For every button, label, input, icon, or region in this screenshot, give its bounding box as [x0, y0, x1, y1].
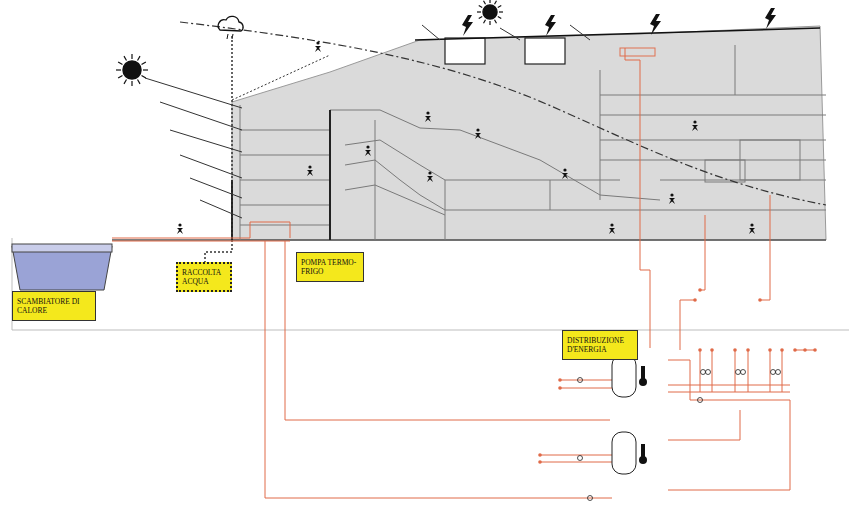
sun-ray — [499, 11, 503, 12]
person-figure — [315, 41, 321, 52]
sun-ray — [118, 76, 122, 79]
box-label: RACCOLTA ACQUA — [182, 268, 226, 287]
sun-ray — [484, 20, 486, 23]
heat-pump-box: POMPA TERMO-FRIGO — [296, 252, 364, 282]
pipe-terminal — [698, 348, 702, 352]
sun-ray — [131, 81, 132, 86]
sun-ray — [124, 80, 127, 84]
sun-ray — [489, 0, 490, 3]
pipe-terminal — [698, 288, 702, 292]
distribution-box: DISTRIBUZIONE D'ENERGIA — [562, 330, 638, 360]
person-figure — [307, 165, 313, 176]
sun-ray — [477, 11, 481, 12]
pipe-terminal — [693, 298, 697, 302]
water-collection-box: RACCOLTA ACQUA — [176, 262, 232, 292]
sun-ray — [131, 54, 132, 59]
person-figure — [177, 223, 183, 234]
pipe-terminal — [538, 460, 542, 464]
person-figure — [562, 168, 568, 179]
person-figure — [609, 223, 615, 234]
box-label: POMPA TERMO-FRIGO — [301, 258, 359, 277]
sun-ray — [138, 56, 141, 60]
box-label: DISTRIBUZIONE D'ENERGIA — [567, 336, 633, 355]
pipe-terminal — [538, 453, 542, 457]
person-figure — [365, 145, 371, 156]
person-figure — [749, 223, 755, 234]
sun-ray — [495, 1, 497, 4]
pipe-terminal — [710, 348, 714, 352]
pipe-terminal — [733, 348, 737, 352]
pipe-terminal — [558, 378, 562, 382]
sun-ray — [479, 17, 482, 19]
pipe-terminal — [780, 348, 784, 352]
pipe-terminal — [793, 348, 797, 352]
person-figure — [427, 171, 433, 182]
sun-ray — [138, 80, 141, 84]
sun-ray — [479, 6, 482, 8]
person-figure — [475, 128, 481, 139]
sun-ray — [118, 62, 122, 65]
person-figure — [425, 111, 431, 122]
sun-ray — [498, 17, 501, 19]
sun-ray — [124, 56, 127, 60]
pipe-terminal — [758, 298, 762, 302]
sun-ray — [489, 21, 490, 25]
exchanger-box: SCAMBIATORE DI CALORE — [12, 291, 96, 321]
sun-ray — [498, 6, 501, 8]
sun-ray — [143, 69, 148, 70]
sun-ray — [495, 20, 497, 23]
pipe-terminal — [768, 348, 772, 352]
sun-ray — [116, 69, 121, 70]
person-figure — [669, 193, 675, 204]
pipe-terminal — [813, 348, 817, 352]
sun-ray — [484, 1, 486, 4]
pipe-terminal — [803, 348, 807, 352]
pipe-terminal — [558, 386, 562, 390]
person-figure — [692, 120, 698, 131]
sun-ray — [142, 62, 146, 65]
box-label: SCAMBIATORE DI CALORE — [17, 297, 91, 316]
pipe-terminal — [746, 348, 750, 352]
